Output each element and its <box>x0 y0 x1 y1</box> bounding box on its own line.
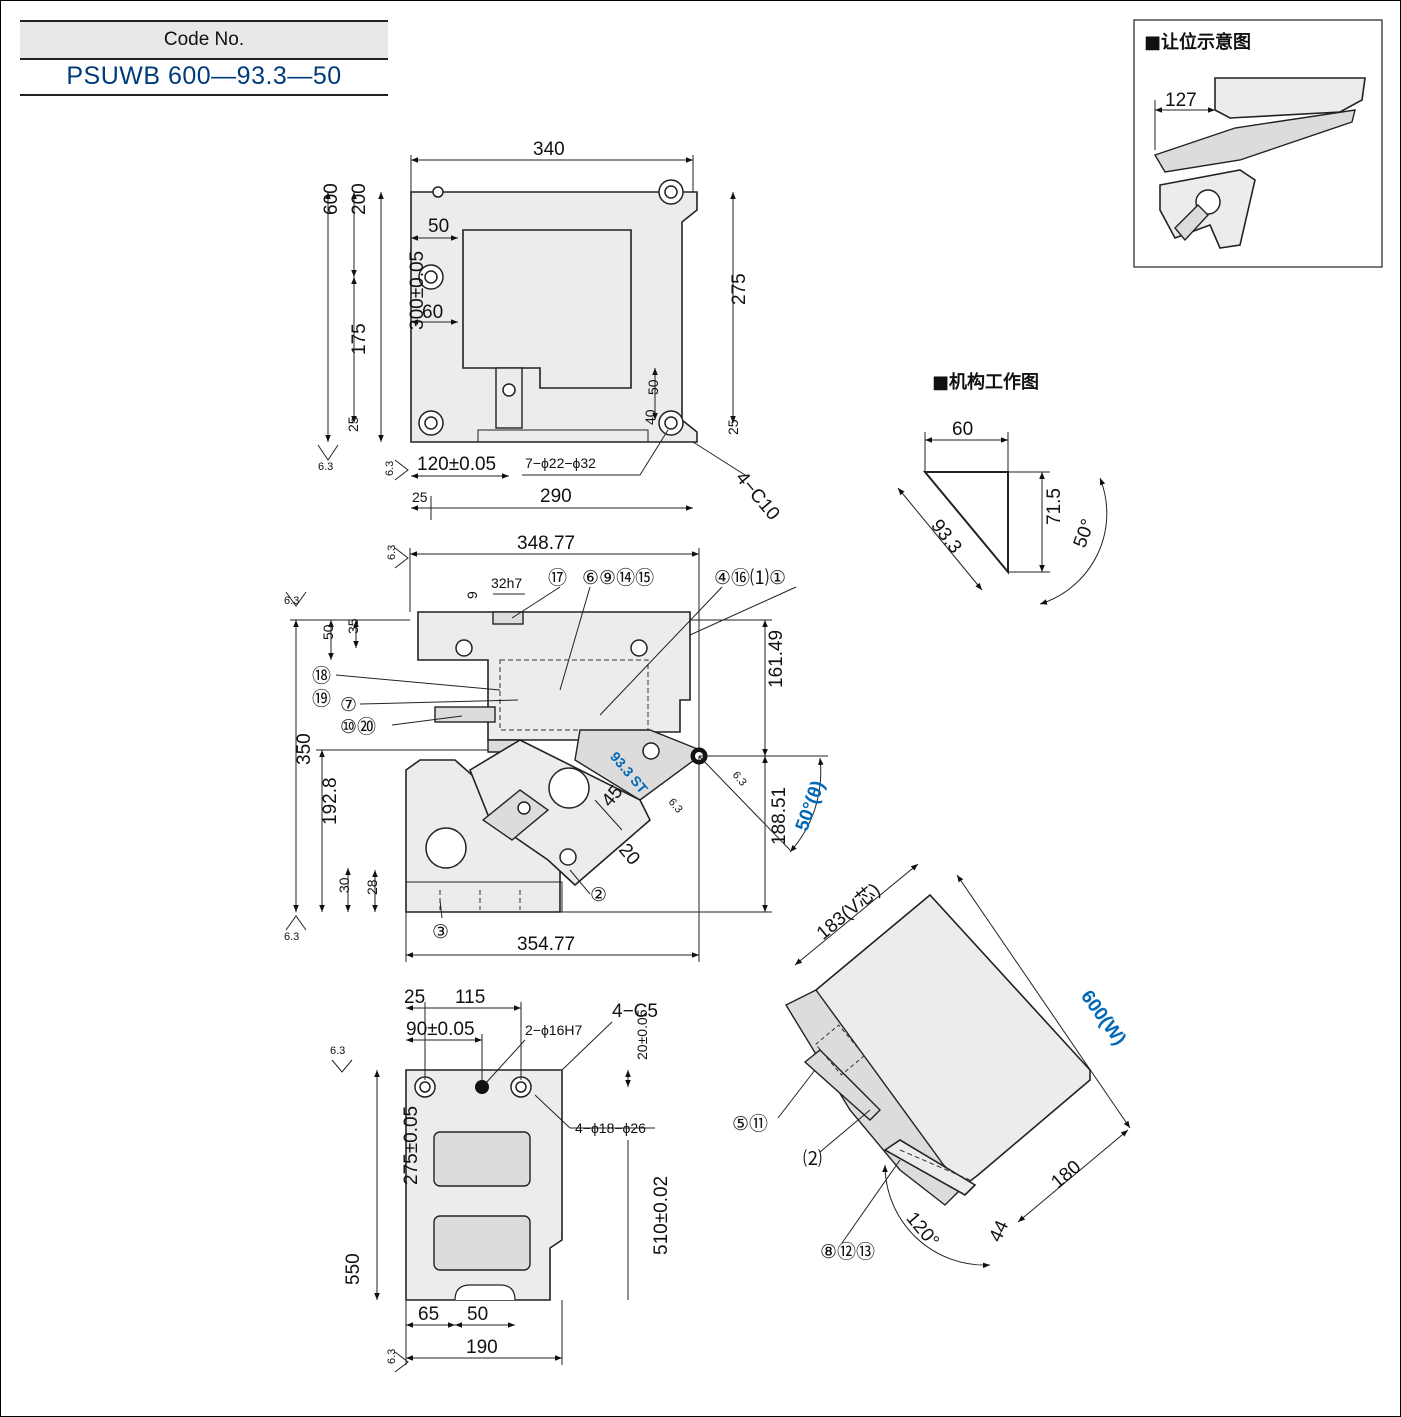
mechanism-inset-title: ■机构工作图 <box>932 371 1039 393</box>
front-roughness-1: 6.3 <box>284 595 299 607</box>
front-dim-width-bottom: 354.77 <box>517 934 575 955</box>
bottom-roughness-2: 6.3 <box>386 1349 398 1364</box>
bottom-view: 25 115 90±0.05 2−ϕ16H7 4−C5 20±0.05 4−ϕ1… <box>330 987 672 1373</box>
bottom-dim-115: 115 <box>455 987 485 1008</box>
top-dim-50: 50 <box>428 216 449 237</box>
mechanism-dim-angle: 50° <box>1070 516 1100 550</box>
bottom-dim-holes: 4−ϕ18−ϕ26 <box>575 1120 646 1136</box>
callout-22: ⑵ <box>803 1148 822 1170</box>
front-dim-350: 350 <box>294 733 315 765</box>
iso-main-body <box>815 893 1091 1187</box>
bottom-dim-550: 550 <box>343 1253 364 1285</box>
bottom-dim-50: 50 <box>467 1304 488 1325</box>
front-roughness-2: 6.3 <box>284 931 299 943</box>
clearance-dim: 127 <box>1165 90 1197 111</box>
front-key <box>481 789 550 841</box>
bottom-dim-pins: 2−ϕ16H7 <box>525 1022 582 1038</box>
bottom-dim-90: 90±0.05 <box>406 1019 475 1040</box>
bottom-dim-190: 190 <box>466 1337 498 1358</box>
front-roughness-5: 6.3 <box>666 796 685 815</box>
top-dim-25-left: 25 <box>345 416 361 432</box>
top-dim-200: 200 <box>349 183 370 215</box>
callout-5-11: ⑤⑪ <box>732 1113 768 1135</box>
front-dim-192: 192.8 <box>320 777 341 825</box>
callout-18: ⑱ <box>312 665 331 687</box>
front-driver <box>574 729 707 801</box>
bottom-dim-275: 275±0.05 <box>401 1106 422 1185</box>
inset-hole <box>1195 189 1221 215</box>
callout-19: ⑲ <box>312 688 331 710</box>
iso-view: 183(V芯) 600(W) 180 44 120° ⑤⑪ ⑵ ⑧⑫⑬ <box>732 863 1131 1269</box>
front-roughness-3: 6.3 <box>386 545 398 560</box>
front-dim-key: 32h7 <box>491 575 522 591</box>
inset-block <box>1174 204 1209 242</box>
top-dim-275: 275 <box>729 273 750 305</box>
bottom-dim-25: 25 <box>404 987 425 1008</box>
bottom-dim-65: 65 <box>418 1304 439 1325</box>
code-number-value: PSUWB 600—93.3—50 <box>20 58 388 96</box>
clearance-inset: ■让位示意图 127 <box>1133 19 1383 268</box>
top-dim-40: 40 <box>642 409 658 425</box>
iso-dim-vcore: 183(V芯) <box>812 879 884 945</box>
front-view: 348.77 32h7 9 350 192.8 50 35 30 28 161.… <box>284 533 829 962</box>
top-dim-300: 300±0.05 <box>407 251 428 330</box>
top-dim-25-bottom: 25 <box>412 489 428 505</box>
top-view-pocket <box>462 229 632 389</box>
top-dim-600: 600 <box>321 183 342 215</box>
top-dim-60: 60 <box>422 302 443 323</box>
inset-slider <box>1153 109 1356 173</box>
front-dim-30: 30 <box>336 877 352 893</box>
iso-dim-angle: 120° <box>902 1208 943 1252</box>
front-dim-188: 188.51 <box>769 787 790 845</box>
iso-dim-44: 44 <box>985 1217 1013 1245</box>
top-dim-25-right: 25 <box>725 419 741 435</box>
top-dim-holes: 7−ϕ22−ϕ32 <box>525 455 596 471</box>
top-dim-50b: 50 <box>645 379 661 395</box>
front-dim-50: 50 <box>320 624 336 640</box>
front-dim-width-top: 348.77 <box>517 533 575 554</box>
mechanism-dim-top: 60 <box>952 419 973 440</box>
clearance-inset-title: ■让位示意图 <box>1144 31 1251 53</box>
top-dim-290: 290 <box>540 486 572 507</box>
bottom-dim-510: 510±0.02 <box>651 1176 672 1255</box>
callout-2: ② <box>590 885 607 906</box>
top-dim-width: 340 <box>533 139 565 160</box>
front-dim-28: 28 <box>364 879 380 895</box>
top-view: 340 600 200 175 25 300±0.05 50 60 275 25… <box>317 139 784 525</box>
code-number-label: Code No. <box>20 20 388 60</box>
iso-dim-180: 180 <box>1047 1157 1085 1193</box>
top-dim-chamfer: 4−C10 <box>731 468 783 525</box>
front-dim-161: 161.49 <box>766 630 787 688</box>
callout-7: ⑦ <box>340 695 357 716</box>
iso-dim-width: 600(W) <box>1076 987 1130 1050</box>
top-roughness-2: 6.3 <box>384 461 396 476</box>
mechanism-dim-height: 71.5 <box>1044 488 1065 525</box>
callout-3: ③ <box>432 922 449 943</box>
callout-6-9-14-15: ⑥⑨⑭⑮ <box>582 567 654 589</box>
front-dim-9: 9 <box>464 591 480 599</box>
callout-10-20: ⑩⑳ <box>340 716 376 738</box>
callout-17: ⑰ <box>548 567 567 589</box>
callout-4-16-21-1: ④⑯⑴① <box>714 567 786 589</box>
bottom-roughness-1: 6.3 <box>330 1045 345 1057</box>
front-dim-35: 35 <box>345 618 361 634</box>
top-dim-175: 175 <box>349 323 370 355</box>
mechanism-inset: ■机构工作图 60 93.3 71.5 50° <box>897 371 1108 605</box>
front-dim-angle: 50°(θ) <box>792 778 829 834</box>
top-roughness-1: 6.3 <box>318 461 333 473</box>
bottom-dim-20: 20±0.05 <box>634 1009 650 1060</box>
front-roughness-4: 6.3 <box>730 769 749 788</box>
callout-8-12-13: ⑧⑫⑬ <box>820 1241 875 1263</box>
top-dim-120: 120±0.05 <box>417 454 496 475</box>
mechanism-dim-diagonal: 93.3 <box>926 516 965 558</box>
bottom-dim-chamfer: 4−C5 <box>612 1001 658 1022</box>
